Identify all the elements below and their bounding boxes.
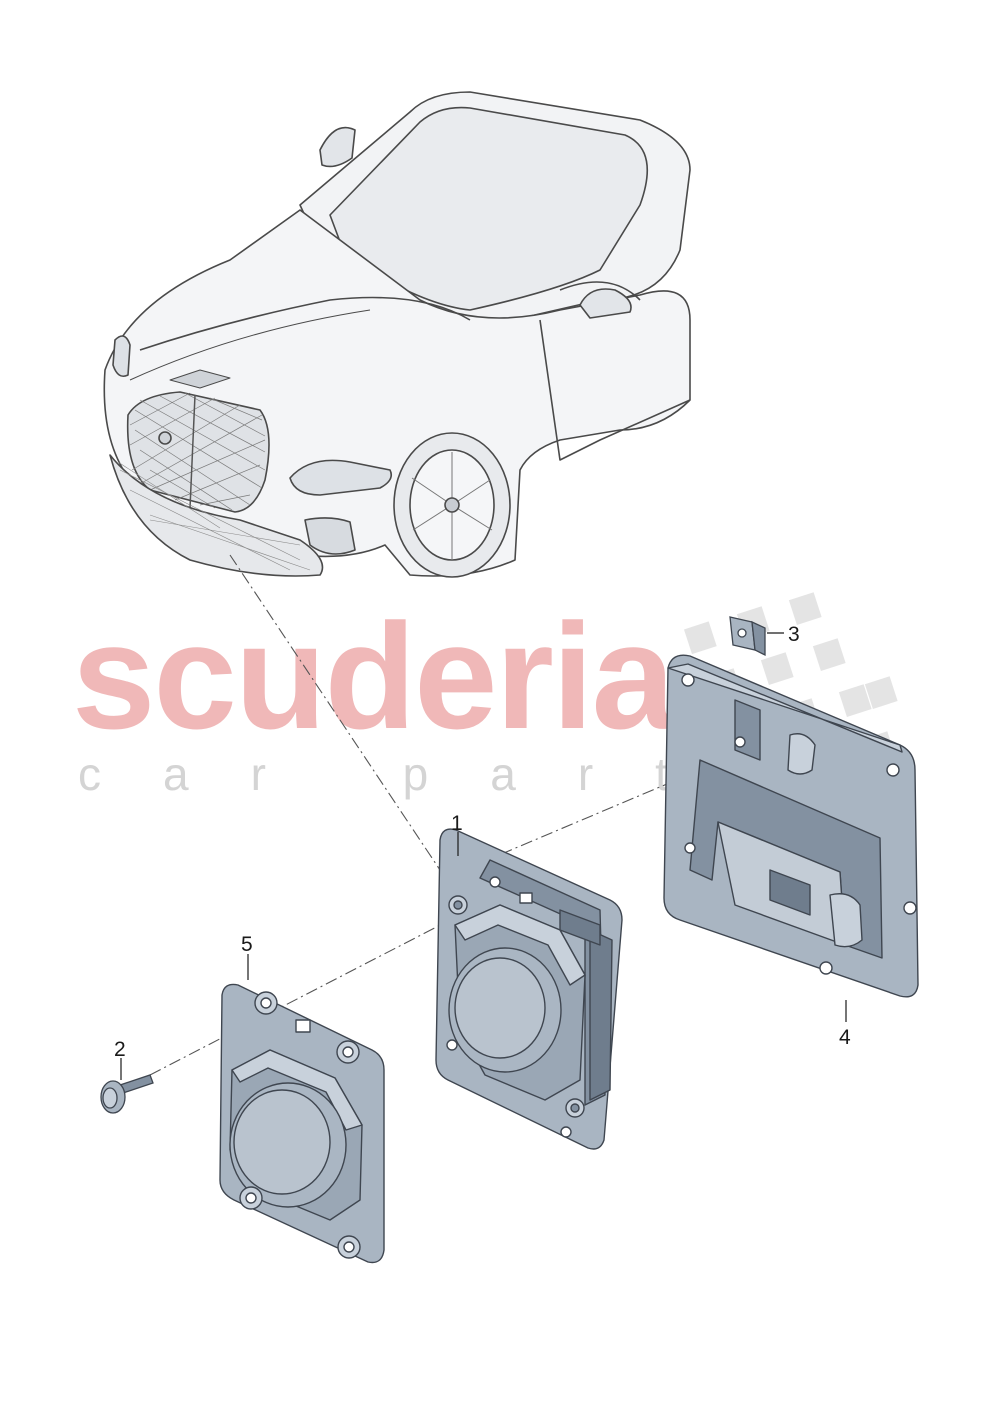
watermark-brand: scuderia xyxy=(72,592,677,760)
part-5-cover xyxy=(219,983,385,1264)
part-1-radar-sensor xyxy=(435,828,623,1150)
watermark-tagline: car parts xyxy=(78,748,815,800)
callout-5: 5 xyxy=(241,933,253,956)
part-4-mounting-bracket xyxy=(663,654,919,998)
callout-1: 1 xyxy=(451,812,463,835)
callout-leaders xyxy=(120,632,847,1080)
part-2-screw xyxy=(100,1074,154,1114)
car-illustration xyxy=(103,91,691,578)
part-3-clip-nut xyxy=(729,616,766,657)
callout-4: 4 xyxy=(839,1026,851,1049)
callout-2: 2 xyxy=(114,1038,126,1061)
callout-3: 3 xyxy=(788,623,800,646)
